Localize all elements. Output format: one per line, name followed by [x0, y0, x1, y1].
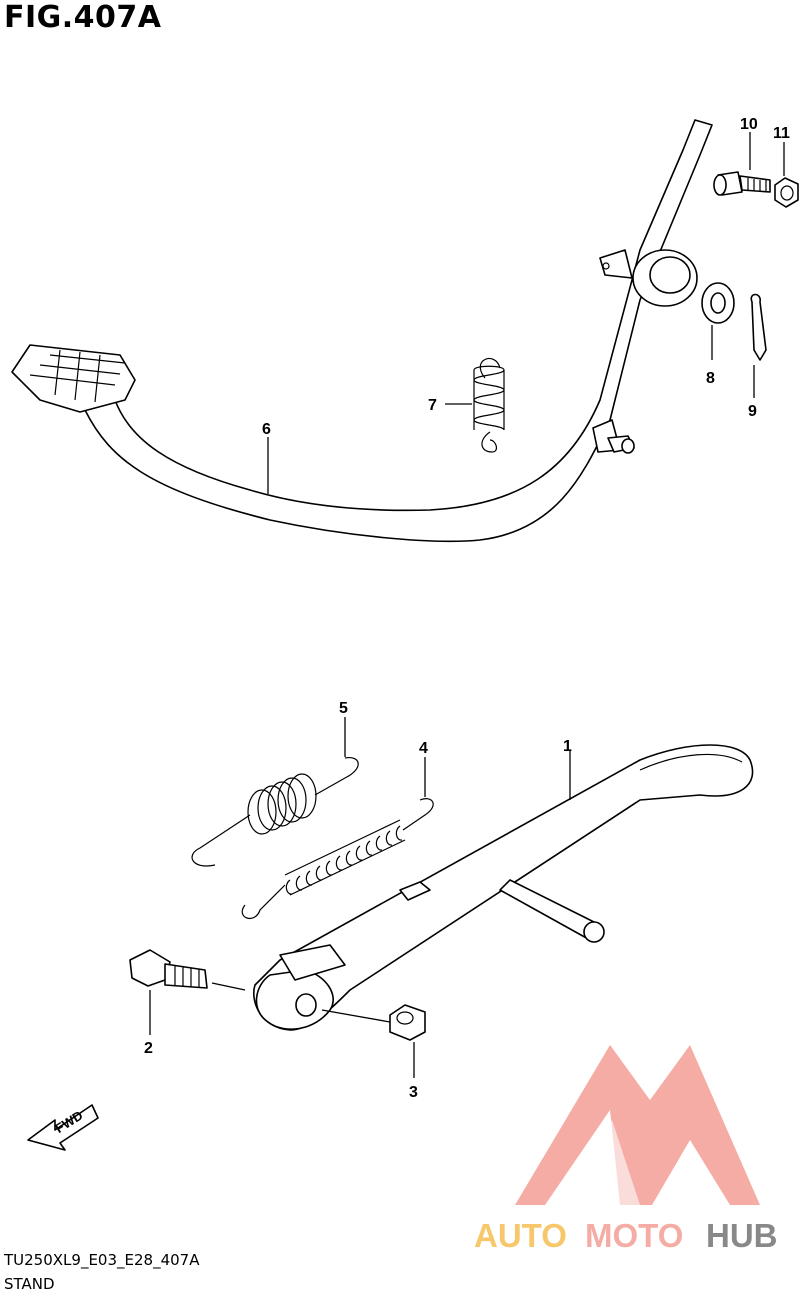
- part-4-spring: [241, 757, 434, 920]
- part-3-spacer: [321, 1004, 426, 1078]
- callout-11: 11: [773, 125, 790, 142]
- part-2-bolt: [129, 949, 246, 1035]
- section-name: STAND: [4, 1275, 55, 1293]
- part-7-spring: [445, 357, 505, 453]
- fwd-arrow-icon: FWD: [27, 1104, 99, 1151]
- part-1-side-stand: [253, 744, 754, 1031]
- callout-10: 10: [740, 116, 758, 133]
- watermark-text-moto: MOTO: [585, 1217, 683, 1254]
- callout-6: 6: [262, 421, 271, 438]
- model-code: TU250XL9_E03_E28_407A: [4, 1251, 200, 1269]
- callout-3: 3: [409, 1084, 418, 1101]
- watermark-text-hub: HUB: [706, 1217, 778, 1254]
- callout-9: 9: [748, 403, 757, 420]
- callout-1: 1: [563, 738, 572, 755]
- part-11-nut: [774, 142, 799, 208]
- figure-title: FIG.407A: [4, 0, 162, 35]
- callout-2: 2: [144, 1040, 153, 1057]
- part-10-bolt: [713, 132, 771, 196]
- callout-4: 4: [419, 740, 428, 757]
- watermark-logo: AUTO MOTO HUB: [474, 1045, 778, 1254]
- callout-8: 8: [706, 370, 715, 387]
- part-6-brake-pedal: [11, 119, 713, 543]
- watermark-text-auto: AUTO: [474, 1217, 567, 1254]
- part-8-washer: [701, 282, 735, 360]
- callout-7: 7: [428, 397, 437, 414]
- part-9-cotter-pin: [750, 293, 767, 398]
- part-5-spring: [191, 717, 359, 867]
- callout-5: 5: [339, 700, 348, 717]
